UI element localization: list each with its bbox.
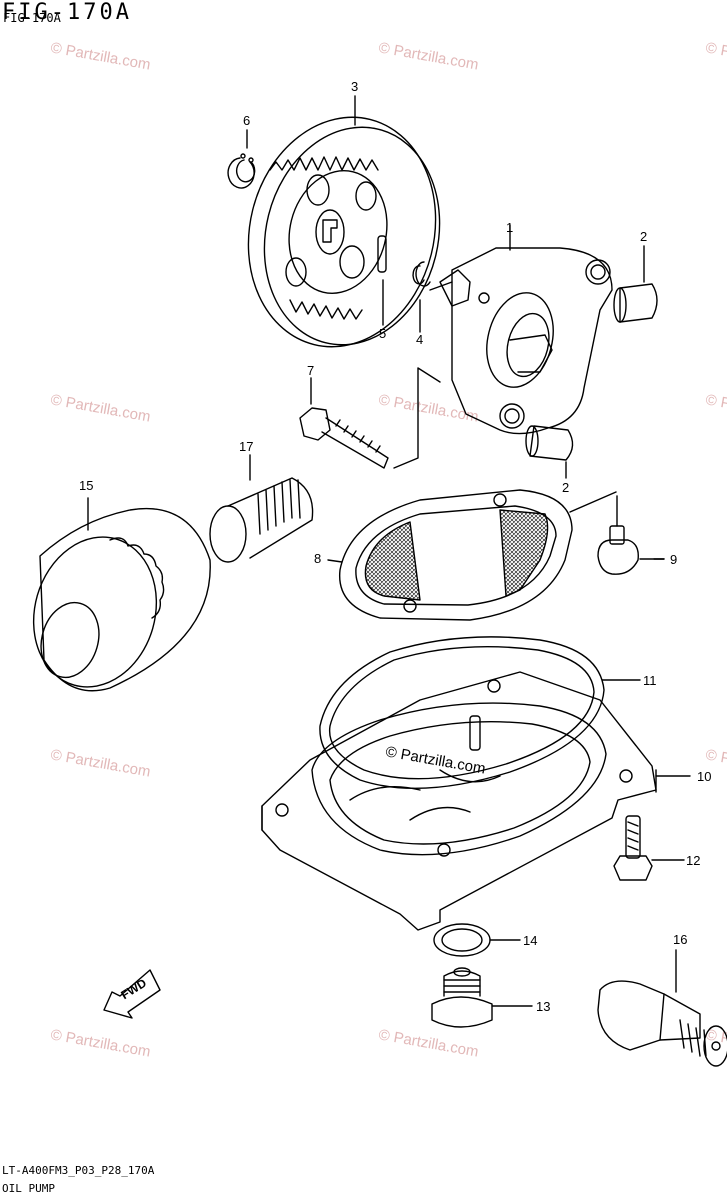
washer-part-14 (433, 923, 521, 957)
callout-16: 16 (673, 932, 688, 947)
callout-2: 2 (562, 480, 570, 495)
oil-pump-part-1 (429, 224, 613, 435)
callout-8: 8 (314, 551, 322, 566)
forward-direction-arrow (103, 969, 161, 1019)
callout-11: 11 (643, 673, 657, 688)
oil-pan-part-10 (261, 671, 691, 931)
callout-13: 13 (536, 999, 551, 1014)
clip-part-4 (412, 261, 431, 333)
callout-9: 9 (670, 552, 678, 567)
circlip-part-6 (227, 129, 256, 189)
strainer-gasket-part-8 (327, 489, 617, 621)
driven-gear-part-3 (247, 116, 441, 348)
bolt-part-7 (299, 367, 441, 469)
o-ring-part-11 (319, 636, 641, 789)
diagram-code: LT-A400FM3_P03_P28_170A (2, 1164, 155, 1177)
callout-5: 5 (379, 326, 387, 341)
dowel-pin-part-2 (613, 245, 658, 323)
flange-bolt-part-9 (597, 495, 665, 575)
drain-plug-part-13 (431, 967, 533, 1028)
callout-4: 4 (416, 332, 424, 347)
callout-7: 7 (307, 363, 315, 378)
callout-1: 1 (506, 220, 514, 235)
callout-12: 12 (686, 853, 701, 868)
callout-10: 10 (697, 769, 712, 784)
oil-pressure-switch-part-16 (597, 949, 727, 1067)
dowel-pin-part-2 (525, 425, 574, 479)
figure-title: FIG-170A (2, 0, 132, 25)
callout-17: 17 (239, 439, 254, 454)
oil-filter-part-15 (32, 497, 211, 692)
callout-15: 15 (79, 478, 94, 493)
diagram-name: OIL PUMP (2, 1182, 55, 1195)
callout-3: 3 (351, 79, 359, 94)
pin-part-5 (377, 235, 387, 326)
figure-subtitle: FIG-170A (3, 11, 61, 25)
pipe-nipple-part-17 (209, 454, 314, 563)
callout-2: 2 (640, 229, 648, 244)
callout-14: 14 (523, 933, 538, 948)
callout-6: 6 (243, 113, 251, 128)
flange-bolt-part-12 (613, 815, 685, 881)
